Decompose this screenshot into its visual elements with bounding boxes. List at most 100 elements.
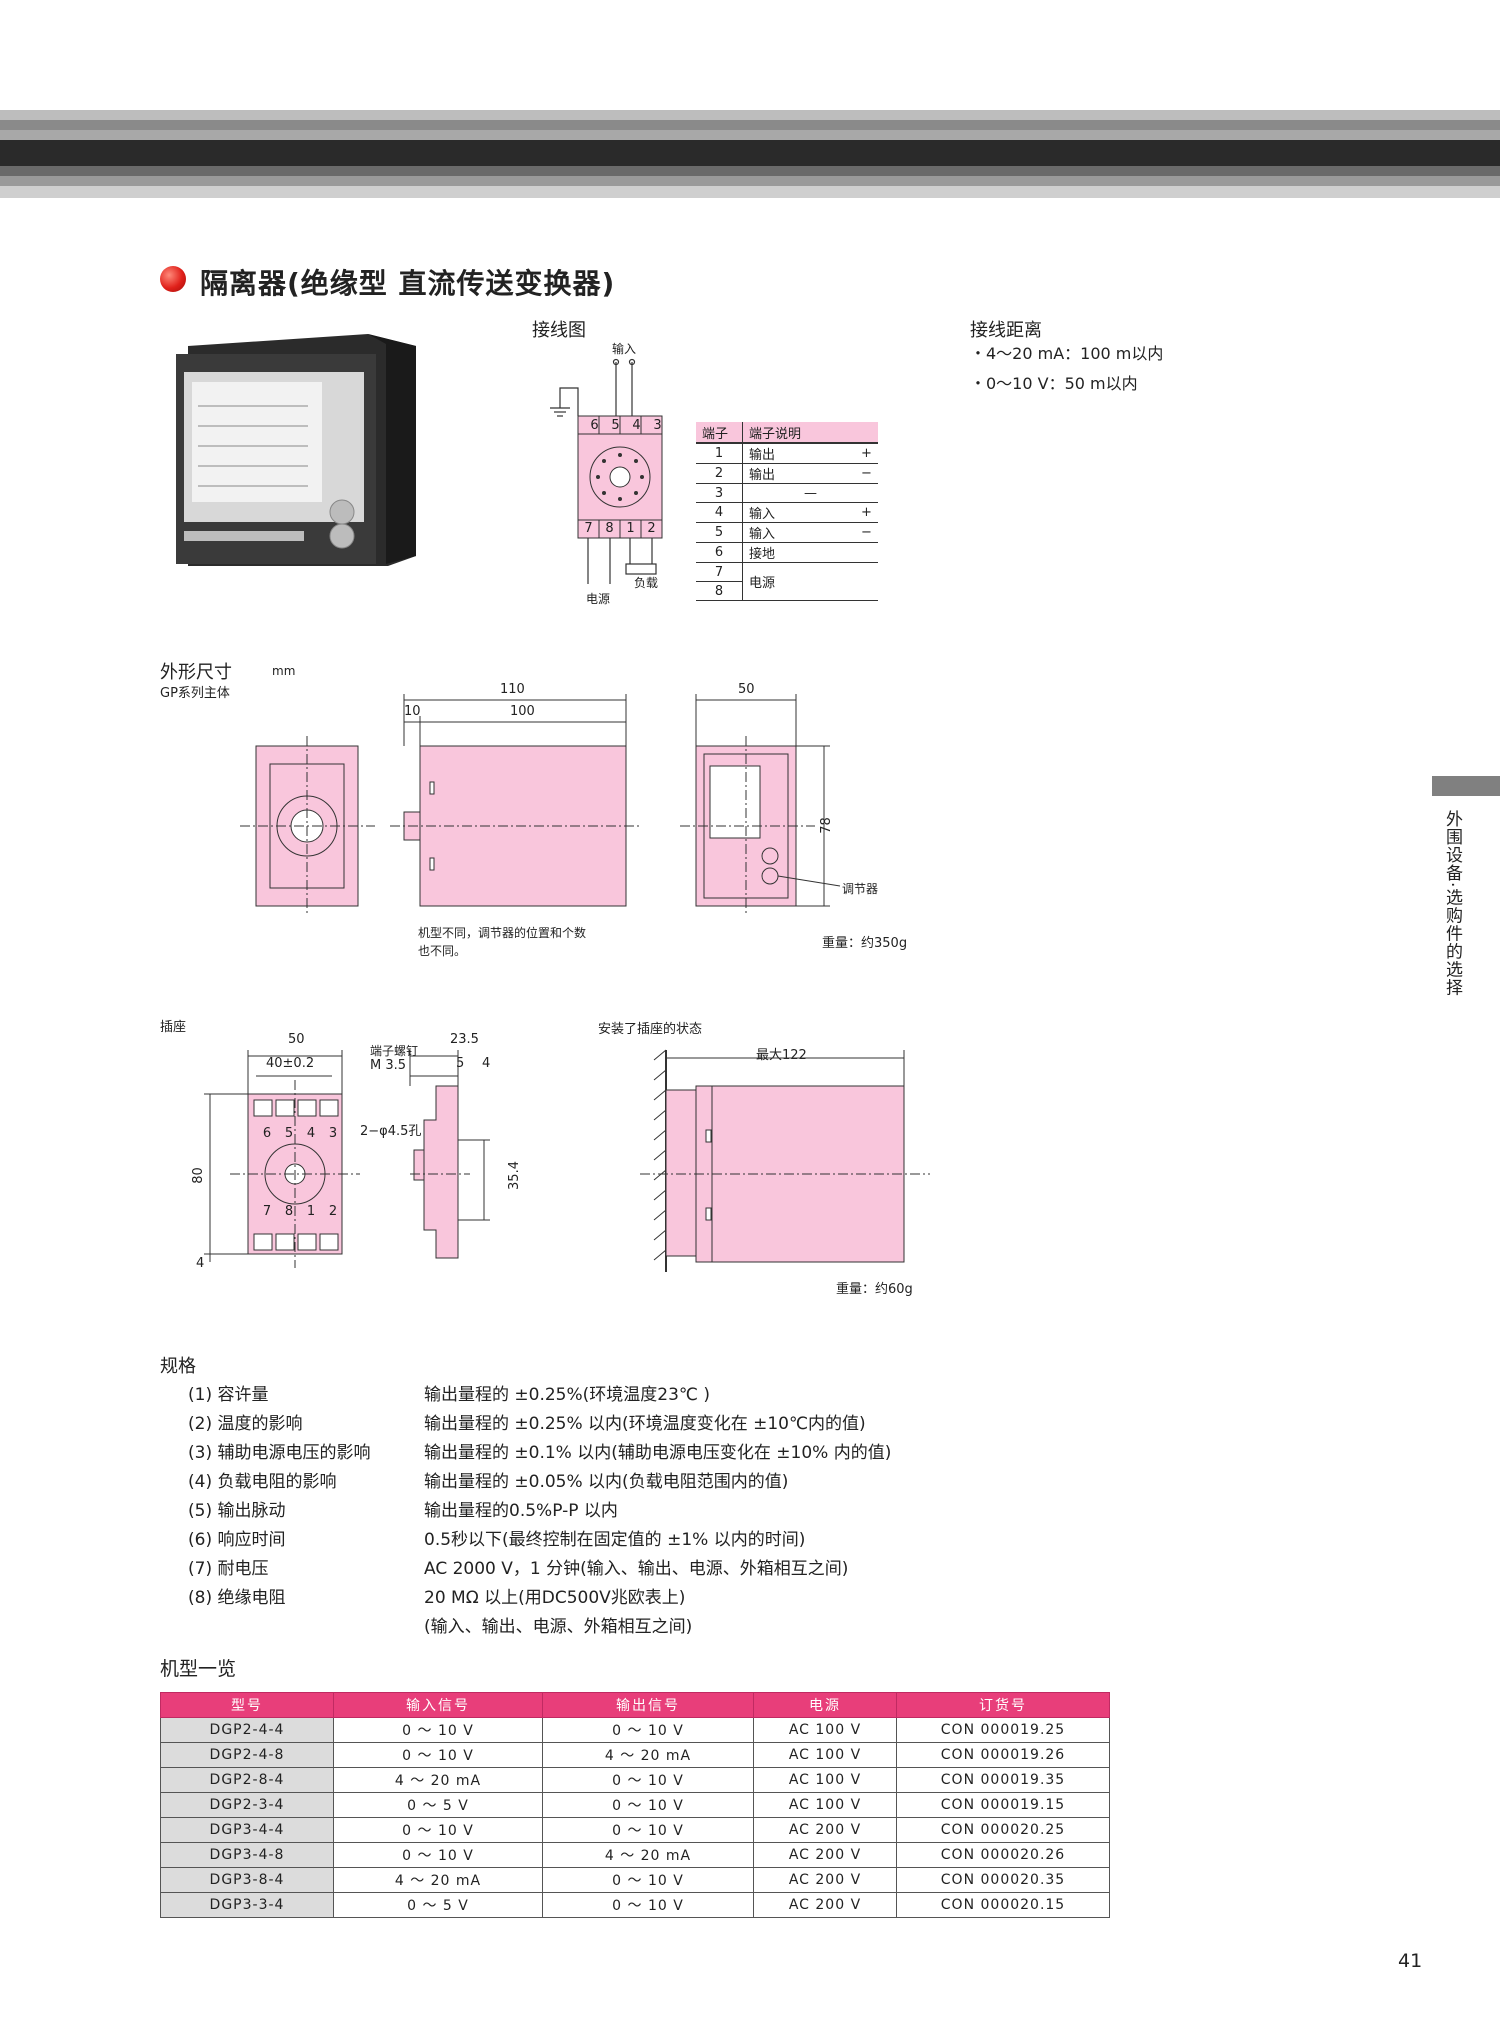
terminal-desc-header: 端子说明 bbox=[742, 422, 878, 444]
socket-drawing bbox=[204, 1050, 490, 1268]
wiring-load-label: 负载 bbox=[634, 576, 659, 590]
top-terminals: 6 5 4 3 bbox=[584, 418, 668, 433]
spec-key: (8) 绝缘电阻 bbox=[188, 1588, 286, 1608]
spec-key: (2) 温度的影响 bbox=[188, 1414, 303, 1434]
product-photo bbox=[176, 334, 416, 566]
wiring-power-label: 电源 bbox=[586, 592, 611, 606]
terminal-number: 8 bbox=[605, 521, 614, 536]
terminal-number: 4 bbox=[632, 418, 641, 433]
models-title: 机型一览 bbox=[160, 1658, 237, 1680]
distance-line: ・0～10 V：50 m以内 bbox=[970, 374, 1138, 393]
dim-note: 机型不同，调节器的位置和个数 bbox=[418, 926, 587, 940]
socket-screw-size: M 3.5 bbox=[370, 1058, 407, 1073]
socket-screw-label: 端子螺钉 bbox=[370, 1044, 419, 1058]
dim-78: 78 bbox=[818, 817, 834, 834]
dimensions-subtitle: GP系列主体 bbox=[160, 686, 230, 701]
dimensions-unit: mm bbox=[272, 664, 296, 678]
side-tab-bar bbox=[1432, 776, 1500, 796]
page-number: 41 bbox=[1398, 1950, 1423, 1972]
spec-key: (3) 辅助电源电压的影响 bbox=[188, 1443, 371, 1463]
socket-dim-50: 50 bbox=[288, 1032, 305, 1047]
terminal-number: 7 bbox=[584, 521, 593, 536]
adjuster-label: 调节器 bbox=[842, 882, 879, 896]
specs-title: 规格 bbox=[160, 1356, 196, 1377]
body-weight: 重量：约350g bbox=[822, 936, 908, 951]
spec-value: AC 2000 V，1 分钟(输入、输出、电源、外箱相互之间) bbox=[424, 1559, 849, 1579]
spec-value: 输出量程的 ±0.05% 以内(负载电阻范围内的值) bbox=[424, 1472, 789, 1492]
spec-key: (1) 容许量 bbox=[188, 1385, 269, 1405]
socket-dim-4: 4 bbox=[482, 1056, 491, 1071]
socket-dim-80: 80 bbox=[190, 1167, 206, 1184]
socket-dim-40: 40±0.2 bbox=[266, 1056, 315, 1071]
terminal-number: 3 bbox=[653, 418, 662, 433]
col-header: 型号 bbox=[160, 1692, 334, 1718]
dim-100: 100 bbox=[510, 704, 535, 719]
socket-weight: 重量：约60g bbox=[836, 1282, 913, 1297]
socket-title: 插座 bbox=[160, 1020, 187, 1035]
bottom-terminals: 7 8 1 2 bbox=[578, 521, 662, 536]
col-header: 订货号 bbox=[896, 1692, 1110, 1718]
spec-value: 输出量程的 ±0.1% 以内(辅助电源电压变化在 ±10% 内的值) bbox=[424, 1443, 892, 1463]
mounted-max: 最大122 bbox=[756, 1048, 807, 1063]
col-header: 电源 bbox=[753, 1692, 897, 1718]
distance-title: 接线距离 bbox=[970, 320, 1042, 341]
wiring-title: 接线图 bbox=[532, 320, 586, 341]
socket-dim-5: 5 bbox=[456, 1056, 465, 1071]
spec-key: (6) 响应时间 bbox=[188, 1530, 286, 1550]
spec-value: 输出量程的 ±0.25%(环境温度23℃ ) bbox=[424, 1385, 711, 1405]
terminal-number: 8 bbox=[284, 1204, 294, 1219]
terminal-number: 1 bbox=[306, 1204, 316, 1219]
spec-value: (输入、输出、电源、外箱相互之间) bbox=[424, 1617, 693, 1637]
terminal-number: 7 bbox=[262, 1204, 272, 1219]
terminal-number: 1 bbox=[626, 521, 635, 536]
socket-hole: 2−φ4.5孔 bbox=[360, 1124, 422, 1139]
socket-top-numbers: 6 5 4 3 bbox=[256, 1126, 344, 1141]
terminal-number: 3 bbox=[328, 1126, 338, 1141]
spec-key: (5) 输出脉动 bbox=[188, 1501, 286, 1521]
terminal-header: 端子 bbox=[696, 422, 743, 444]
socket-dim-35-4: 35.4 bbox=[506, 1161, 522, 1190]
dim-50: 50 bbox=[738, 682, 755, 697]
terminal-number: 2 bbox=[328, 1204, 338, 1219]
wiring-input-label: 输入 bbox=[612, 342, 637, 356]
title-bullet-icon bbox=[160, 266, 186, 292]
spec-value: 20 MΩ 以上(用DC500V兆欧表上) bbox=[424, 1588, 686, 1608]
dim-10: 10 bbox=[404, 704, 421, 719]
terminal-number: 4 bbox=[306, 1126, 316, 1141]
spec-value: 0.5秒以下(最终控制在固定值的 ±1% 以内的时间) bbox=[424, 1530, 806, 1550]
terminal-number: 2 bbox=[647, 521, 656, 536]
socket-bottom-numbers: 7 8 1 2 bbox=[256, 1204, 344, 1219]
socket-dim-23-5: 23.5 bbox=[450, 1032, 479, 1047]
dimensions-title: 外形尺寸 bbox=[160, 662, 232, 683]
side-tab-label: 外围设备·选购件的选择 bbox=[1442, 810, 1462, 997]
wiring-diagram bbox=[550, 358, 663, 584]
table-row: 8 bbox=[696, 581, 878, 601]
terminal-number: 6 bbox=[262, 1126, 272, 1141]
spec-value: 输出量程的0.5%P-P 以内 bbox=[424, 1501, 618, 1521]
terminal-number: 5 bbox=[284, 1126, 294, 1141]
mounted-drawing bbox=[640, 1049, 930, 1272]
terminal-number: 5 bbox=[611, 418, 620, 433]
socket-dim-4b: 4 bbox=[196, 1256, 205, 1271]
spec-key: (7) 耐电压 bbox=[188, 1559, 269, 1579]
terminal-number: 6 bbox=[590, 418, 599, 433]
dim-110: 110 bbox=[500, 682, 525, 697]
section-title: 隔离器(绝缘型 直流传送变换器) bbox=[200, 267, 616, 300]
distance-line: ・4～20 mA：100 m以内 bbox=[970, 344, 1164, 363]
spec-value: 输出量程的 ±0.25% 以内(环境温度变化在 ±10℃内的值) bbox=[424, 1414, 866, 1434]
spec-key: (4) 负载电阻的影响 bbox=[188, 1472, 337, 1492]
